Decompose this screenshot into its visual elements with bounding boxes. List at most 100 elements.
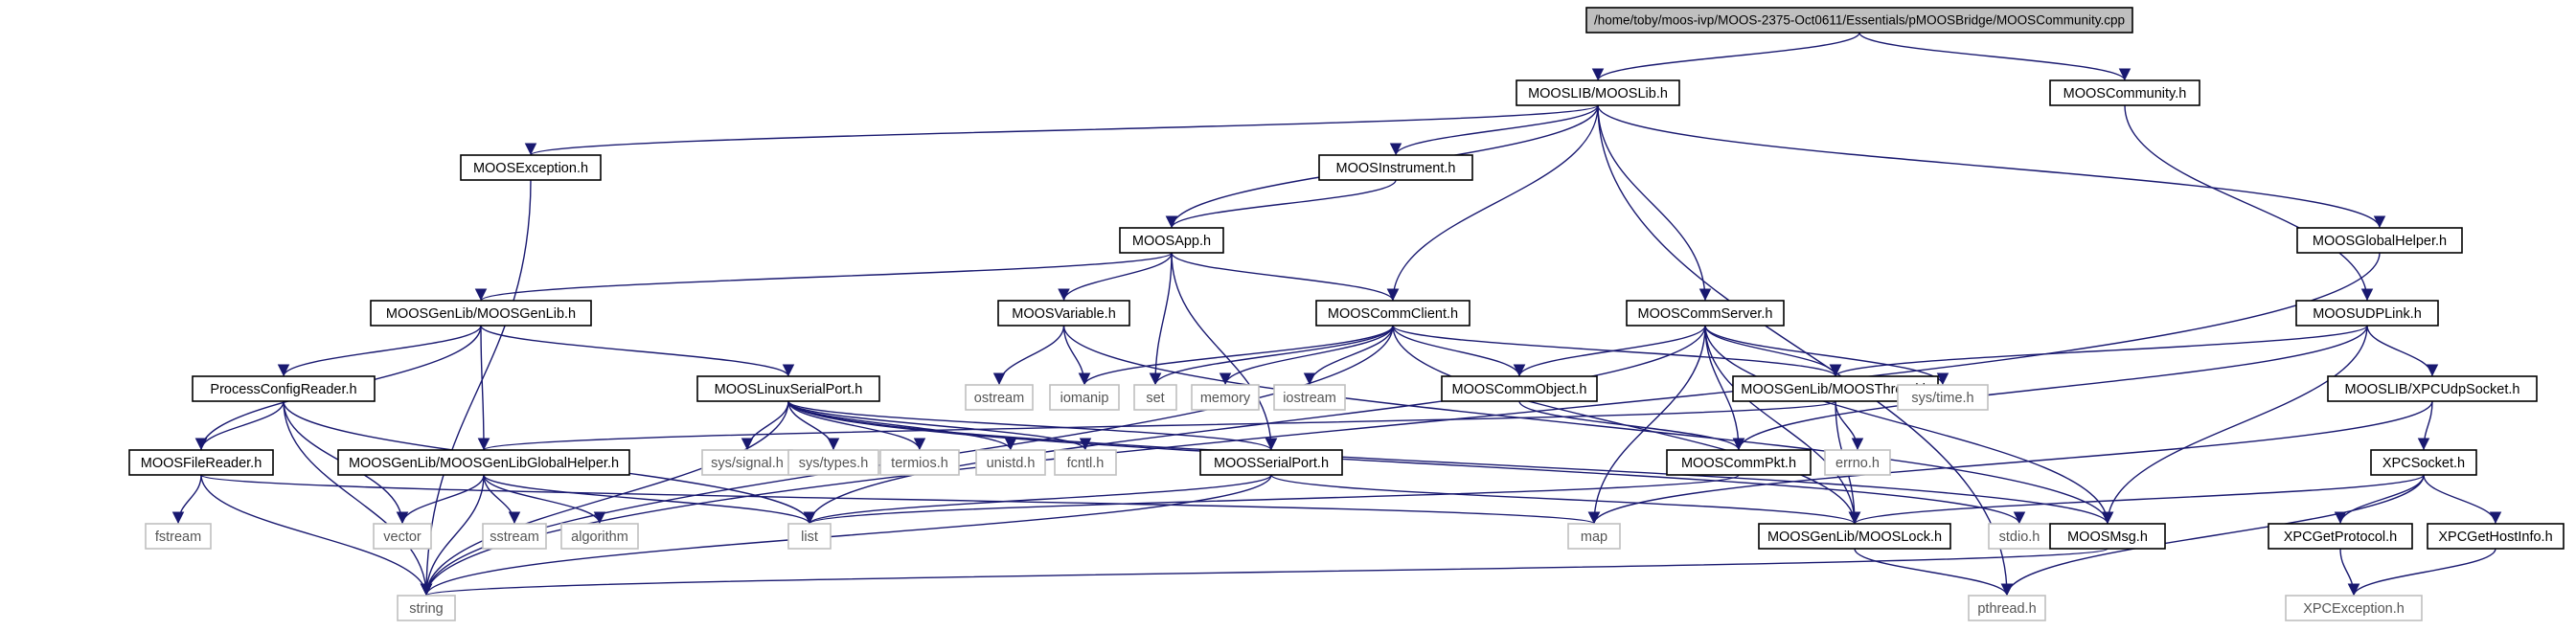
node-unistd-h: unistd.h (975, 449, 1046, 476)
node-mooscommpkt-h[interactable]: MOOSCommPkt.h (1666, 449, 1812, 476)
edge-genlibglobal-to-algorithm (483, 474, 606, 525)
node-box (560, 523, 639, 550)
node-box (2370, 449, 2477, 476)
edge-linuxserial-to-syssignal (741, 400, 789, 451)
node-xpcgetprotocol-h[interactable]: XPCGetProtocol.h (2268, 523, 2413, 550)
node-box (1273, 384, 1346, 411)
node-xpcsocket-h[interactable]: XPCSocket.h (2370, 449, 2477, 476)
node-box (192, 375, 376, 402)
node-label: MOOSCommPkt.h (1681, 456, 1796, 471)
node-mooscommunity-h[interactable]: MOOSCommunity.h (2049, 79, 2200, 106)
node-box (1315, 300, 1470, 327)
node-label: vector (383, 530, 422, 545)
node-mooslinuxserialport-h[interactable]: MOOSLinuxSerialPort.h (696, 375, 880, 402)
node-map: map (1567, 523, 1621, 550)
node-box (145, 523, 212, 550)
edge-udplink-to-commpkt (1732, 325, 2368, 451)
node-moosvariable-h[interactable]: MOOSVariable.h (997, 300, 1130, 327)
node-list: list (787, 523, 832, 550)
node-mooscommclient-h[interactable]: MOOSCommClient.h (1315, 300, 1470, 327)
node-mooscommobject-h[interactable]: MOOSCommObject.h (1441, 375, 1598, 402)
node-box (1758, 523, 1951, 550)
node-box (373, 523, 432, 550)
node-moosgenlib-moosgenlib-h[interactable]: MOOSGenLib/MOOSGenLib.h (370, 300, 592, 327)
edge-globalhelper-to-string (420, 252, 2381, 597)
node-xpcgethostinfo-h[interactable]: XPCGetHostInfo.h (2427, 523, 2565, 550)
node-label: errno.h (1835, 456, 1880, 471)
edge-xpcgethostinfo-to-xpcexception (2347, 548, 2496, 597)
node-mooslib-mooslib-h[interactable]: MOOSLIB/MOOSLib.h (1516, 79, 1680, 106)
node-home-toby-moos-ivp-moos-2375-oct0611-essentials-pmoosbridge-mooscommunity-cpp[interactable]: /home/toby/moos-ivp/MOOS-2375-Oct0611/Es… (1585, 7, 2133, 34)
node-sstream: sstream (482, 523, 547, 550)
node-fcntl-h: fcntl.h (1054, 449, 1117, 476)
node-mooslib-xpcudpsocket-h[interactable]: MOOSLIB/XPCUdpSocket.h (2327, 375, 2538, 402)
node-box (1119, 227, 1224, 254)
edge-xpcgetprotocol-to-xpcexception (2339, 548, 2360, 597)
edge-commserver-to-lock (1704, 325, 1861, 525)
edge-commclient-to-iomanip (1078, 325, 1394, 386)
node-box (1199, 449, 1343, 476)
edge-xpcsocket-to-xpcgetprotocol (2334, 474, 2425, 525)
node-pthread-h: pthread.h (1968, 595, 2046, 621)
node-label: /home/toby/moos-ivp/MOOS-2375-Oct0611/Es… (1594, 13, 2125, 28)
node-label: string (409, 601, 443, 617)
edge-variable-to-ostream (992, 325, 1065, 386)
edge-mooslib-to-commclient (1386, 104, 1599, 302)
node-label: map (1581, 530, 1607, 545)
node-label: XPCSocket.h (2382, 456, 2465, 471)
node-moosfilereader-h[interactable]: MOOSFileReader.h (128, 449, 274, 476)
node-label: XPCGetProtocol.h (2284, 530, 2397, 545)
node-stdio-h: stdio.h (1988, 523, 2051, 550)
node-label: iostream (1283, 391, 1336, 406)
node-label: MOOSCommunity.h (2063, 86, 2187, 101)
edge-xpcudp-to-map (1587, 400, 2433, 525)
node-moosgenlib-moosgenlibglobalhelper-h[interactable]: MOOSGenLib/MOOSGenLibGlobalHelper.h (337, 449, 630, 476)
node-box (997, 300, 1130, 327)
node-moosglobalhelper-h[interactable]: MOOSGlobalHelper.h (2296, 227, 2463, 254)
node-box (965, 384, 1034, 411)
node-box (1049, 384, 1120, 411)
edge-commserver-to-commpkt (1704, 325, 1745, 451)
edge-serialport-to-string (420, 474, 1272, 597)
node-iostream: iostream (1273, 384, 1346, 411)
edge-linuxserial-to-msg (787, 400, 2113, 525)
node-box (1585, 7, 2133, 34)
node-box (1191, 384, 1260, 411)
node-moosgenlib-mooslock-h[interactable]: MOOSGenLib/MOOSLock.h (1758, 523, 1951, 550)
node-moosinstrument-h[interactable]: MOOSInstrument.h (1318, 154, 1473, 181)
node-mooscommserver-h[interactable]: MOOSCommServer.h (1626, 300, 1785, 327)
edge-serialport-to-lock (1270, 474, 1860, 525)
node-errno-h: errno.h (1824, 449, 1891, 476)
node-label: termios.h (891, 456, 948, 471)
edge-procconfig-to-string (283, 400, 433, 597)
node-box (1318, 154, 1473, 181)
node-processconfigreader-h[interactable]: ProcessConfigReader.h (192, 375, 376, 402)
node-box (1824, 449, 1891, 476)
edge-udplink-to-msg (2101, 325, 2368, 525)
node-label: sstream (490, 530, 539, 545)
node-box (2268, 523, 2413, 550)
node-label: MOOSCommObject.h (1452, 382, 1587, 397)
node-iomanip: iomanip (1049, 384, 1120, 411)
node-box (397, 595, 456, 621)
edge-commserver-to-commobject (1513, 325, 1706, 377)
node-moosserialport-h[interactable]: MOOSSerialPort.h (1199, 449, 1343, 476)
node-label: MOOSUDPLink.h (2313, 306, 2422, 322)
node-label: MOOSVariable.h (1012, 306, 1116, 322)
node-box (2049, 523, 2166, 550)
edge-filereader-to-map (200, 474, 1600, 525)
node-moosexception-h[interactable]: MOOSException.h (460, 154, 602, 181)
edge-root-to-mooslib (1591, 32, 1860, 81)
edge-xpcudp-to-xpcsocket (2417, 400, 2433, 451)
edge-xpcsocket-to-xpcgethostinfo (2423, 474, 2502, 525)
edge-app-to-genlib (475, 252, 1173, 302)
node-moosmsg-h[interactable]: MOOSMsg.h (2049, 523, 2166, 550)
edge-app-to-variable (1058, 252, 1173, 302)
node-moosapp-h[interactable]: MOOSApp.h (1119, 227, 1224, 254)
node-moosudplink-h[interactable]: MOOSUDPLink.h (2295, 300, 2439, 327)
node-box (1897, 384, 1989, 411)
node-label: list (801, 530, 818, 545)
node-sys-time-h: sys/time.h (1897, 384, 1989, 411)
edge-commclient-to-iostream (1303, 325, 1394, 386)
